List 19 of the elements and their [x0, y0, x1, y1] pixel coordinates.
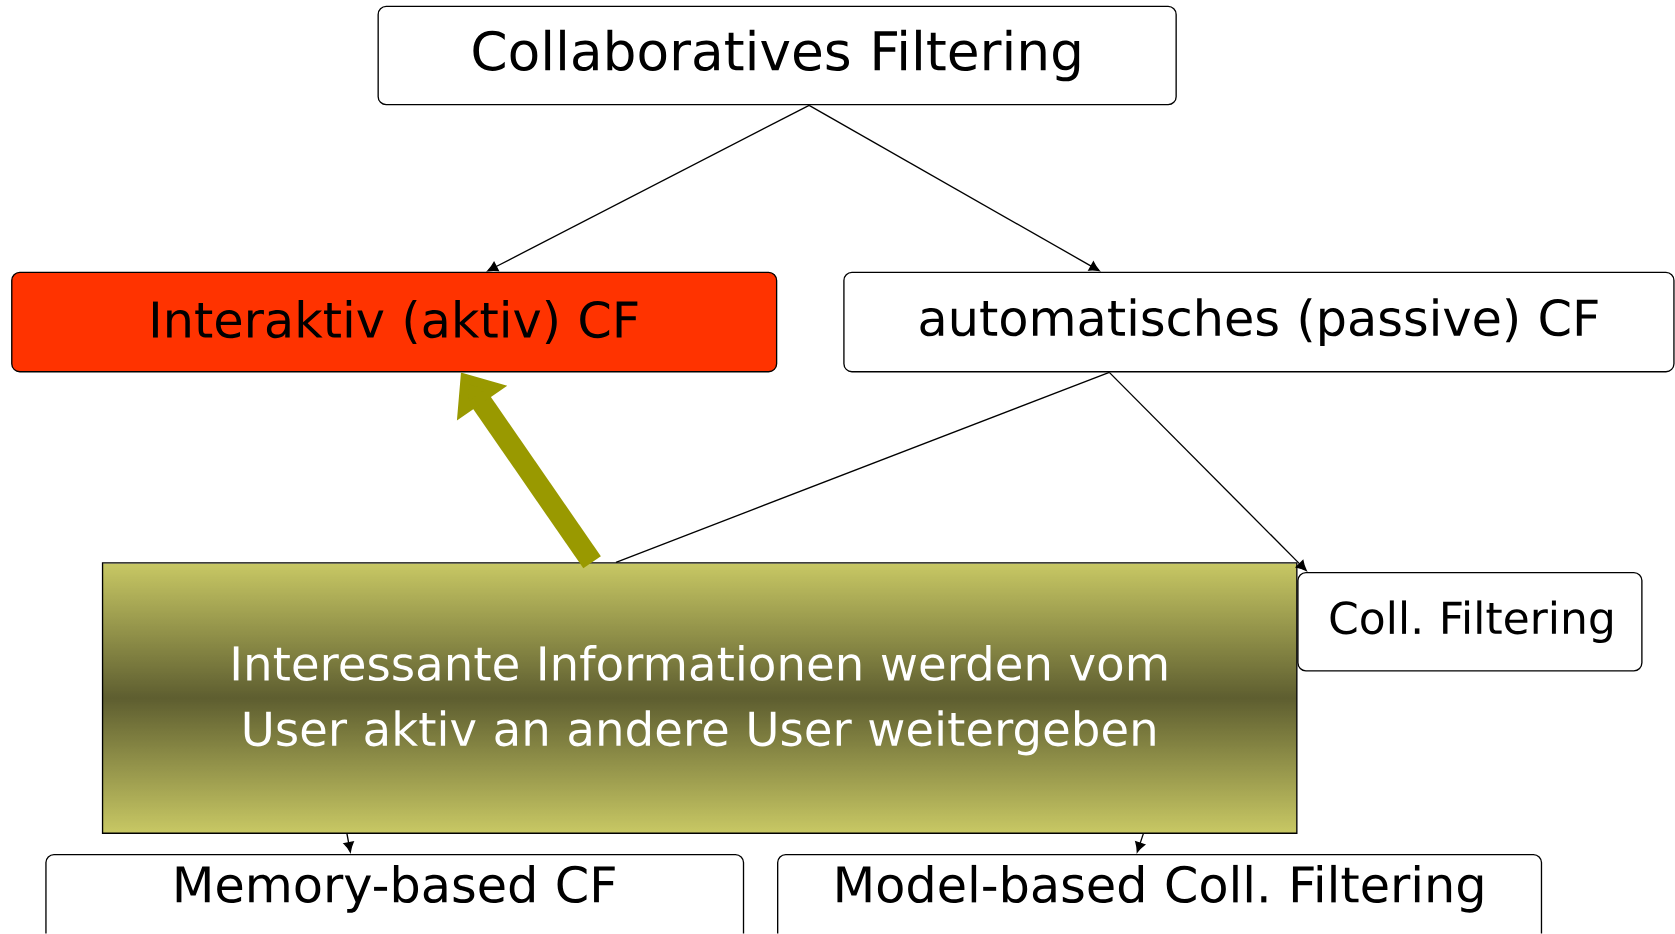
box-label: Model-based Coll. Filtering	[837, 865, 1483, 913]
arrow	[1135, 833, 1146, 853]
box-label: Coll. Filtering	[1330, 600, 1612, 644]
process-box	[45, 854, 745, 934]
text-panel	[101, 562, 1298, 835]
box-label: automatisches (passive) CF	[920, 298, 1598, 347]
arrow	[808, 104, 1100, 272]
box-label: Interaktiv (aktiv) CF	[153, 300, 638, 345]
process-box	[377, 5, 1177, 106]
box-label: Memory-based CF	[176, 865, 615, 913]
process-box	[11, 271, 778, 373]
process-box	[843, 271, 1675, 373]
panel-text: Interessante Informationen werden vom User aktiv an andere User weitergeben	[233, 645, 1167, 756]
box-label: Collaboratives Filtering	[473, 29, 1080, 82]
process-box	[777, 854, 1543, 934]
process-box	[1297, 572, 1643, 672]
arrow	[343, 833, 354, 853]
arrow	[487, 104, 810, 272]
arrow	[1108, 371, 1307, 572]
